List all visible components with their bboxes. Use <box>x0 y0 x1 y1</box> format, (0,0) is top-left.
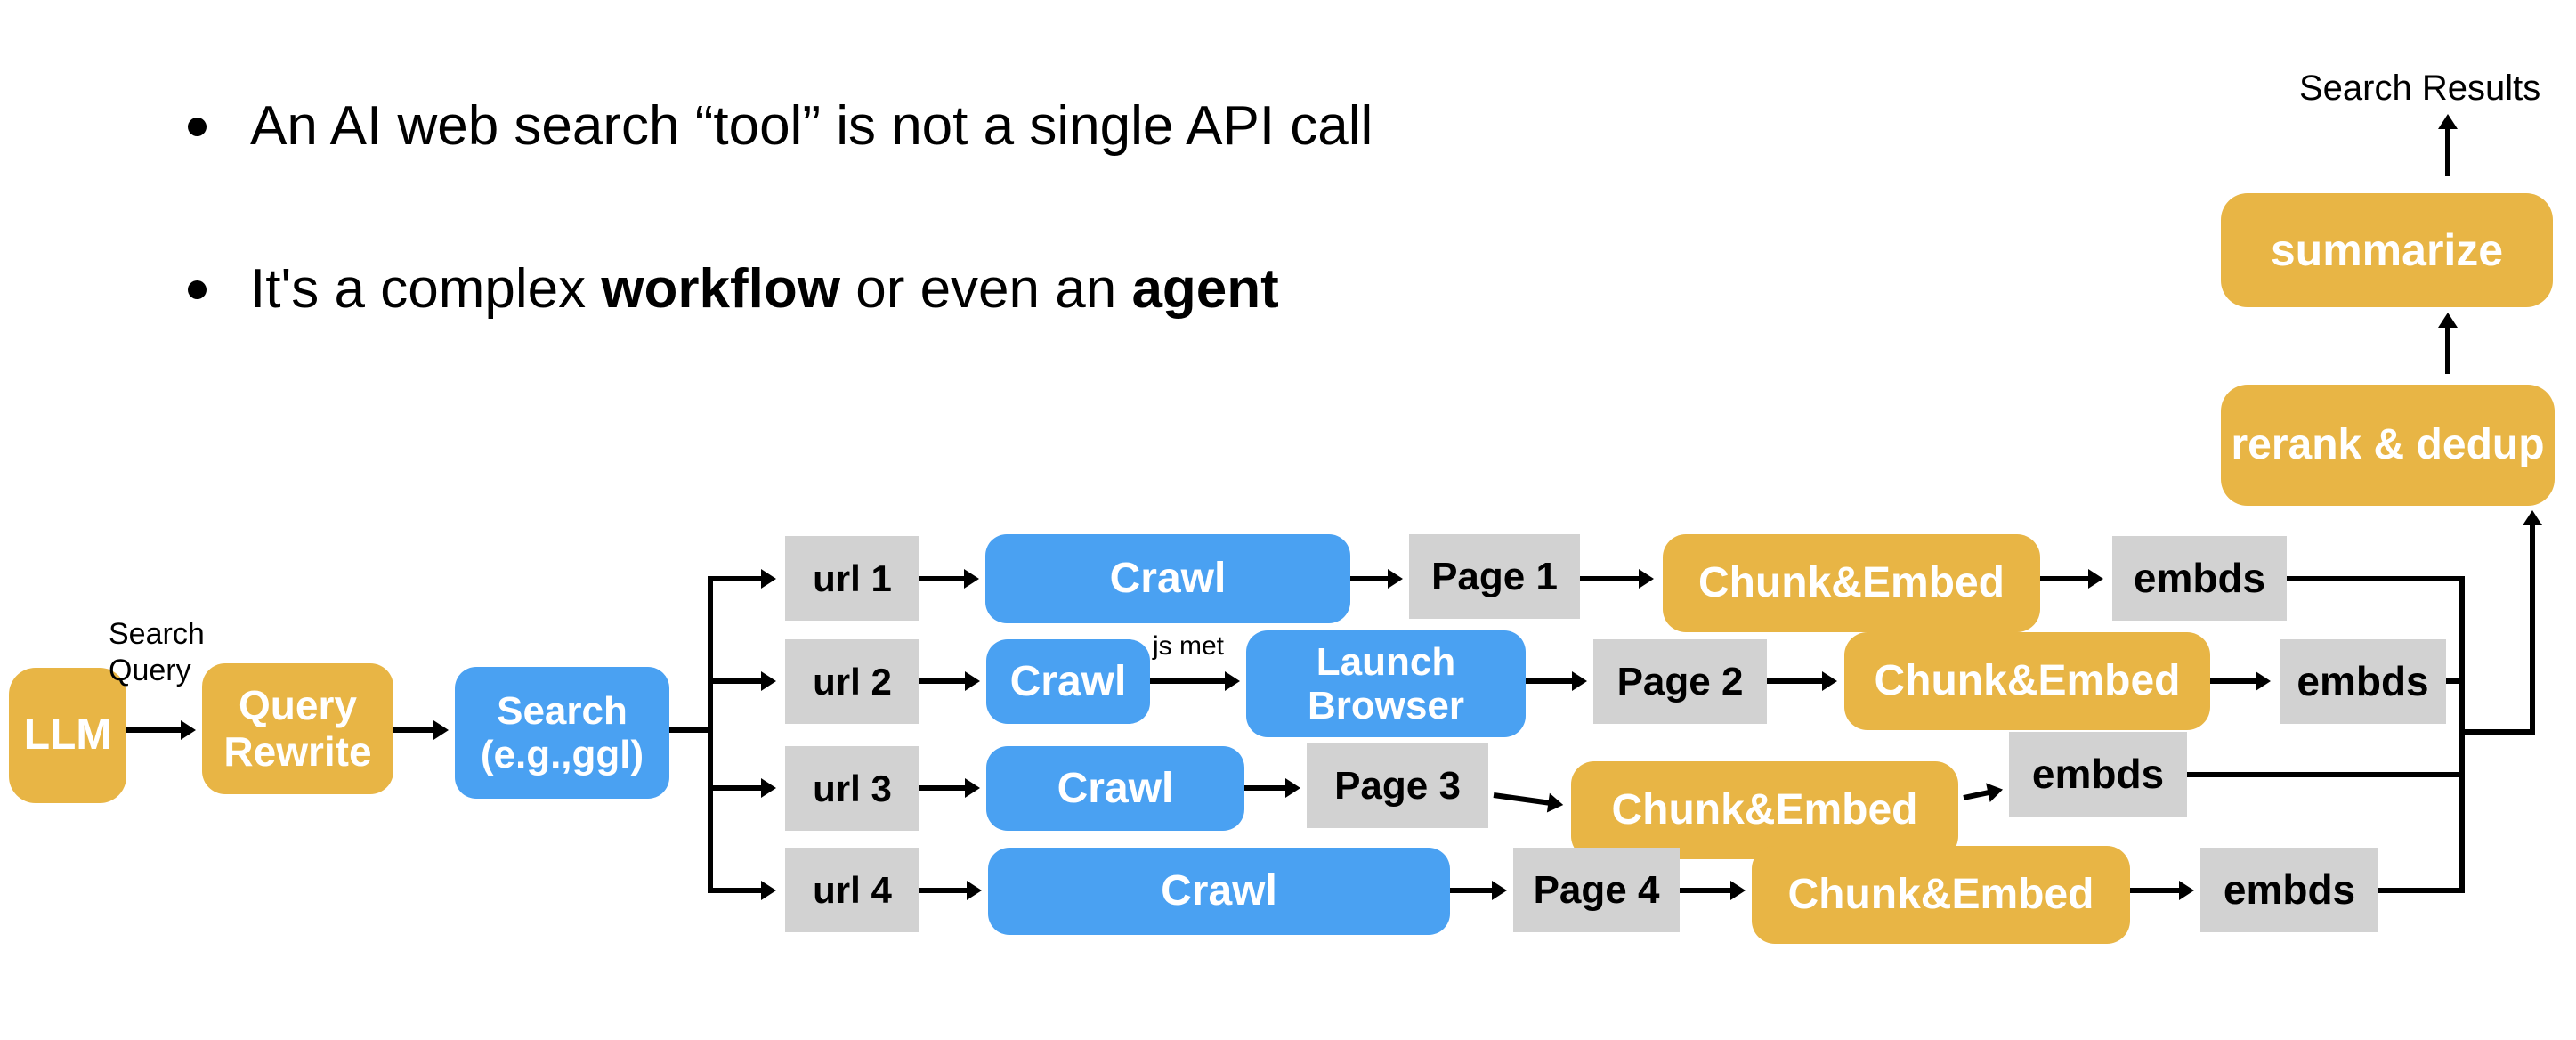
arrow-page1-to-chunk1 <box>1580 576 1640 581</box>
arrow-crawl1-to-page1 <box>1350 576 1389 581</box>
embds-node-4: embds <box>2200 848 2378 932</box>
arrow-crawl3-to-page3 <box>1244 785 1287 791</box>
embds-node-2: embds <box>2280 639 2446 724</box>
line-embds2-to-collector <box>2446 678 2465 684</box>
embds-node-3: embds <box>2009 732 2187 817</box>
query-rewrite-node: Query Rewrite <box>202 663 393 794</box>
crawl-node-4: Crawl <box>988 848 1450 935</box>
line-embds3-to-collector <box>2187 772 2465 777</box>
bullet-item-2: It's a complex workflow or even an agent <box>188 258 1279 320</box>
bullet-1-text: An AI web search “tool” is not a single … <box>250 95 1373 157</box>
crawl-node-1: Crawl <box>985 534 1350 623</box>
arrow-crawl4-to-page4 <box>1450 888 1494 893</box>
url-node-1: url 1 <box>785 536 919 621</box>
arrow-splitter-to-url1 <box>708 576 763 581</box>
page-node-1: Page 1 <box>1409 534 1580 619</box>
arrow-page2-to-chunk2 <box>1767 678 1824 684</box>
arrow-chunk1-to-embds1 <box>2040 576 2090 581</box>
arrow-url3-to-crawl3 <box>919 785 967 791</box>
line-collector-branch <box>2459 729 2535 735</box>
launch-browser-node: Launch Browser <box>1246 630 1526 737</box>
line-embds4-to-collector <box>2378 888 2465 893</box>
js-met-edge-label: js met <box>1153 631 1225 661</box>
arrow-rerank-to-summarize <box>2445 326 2450 374</box>
arrow-chunk2-to-embds2 <box>2210 678 2257 684</box>
bullet-2-text: It's a complex workflow or even an agent <box>250 258 1279 320</box>
arrow-summarize-to-results <box>2445 127 2450 176</box>
splitter-line <box>708 576 713 893</box>
crawl-node-3: Crawl <box>986 746 1244 831</box>
page-node-2: Page 2 <box>1593 639 1767 724</box>
arrow-splitter-to-url3 <box>708 785 763 791</box>
arrow-url2-to-crawl2 <box>919 678 967 684</box>
chunk-embed-node-3: Chunk&Embed <box>1571 761 1958 859</box>
bullet-dot-icon <box>188 280 207 299</box>
arrow-launch-to-page2 <box>1526 678 1574 684</box>
url-node-4: url 4 <box>785 848 919 932</box>
arrow-url4-to-crawl4 <box>919 888 968 893</box>
search-node: Search (e.g.,ggl) <box>455 667 669 799</box>
arrow-splitter-to-url2 <box>708 678 763 684</box>
arrow-crawl2-to-launch <box>1150 678 1227 684</box>
llm-node: LLM <box>9 668 126 803</box>
arrow-query-rewrite-to-search <box>393 727 435 733</box>
line-embds1-to-collector <box>2287 576 2465 581</box>
search-results-label: Search Results <box>2299 69 2541 108</box>
chunk-embed-node-4: Chunk&Embed <box>1752 846 2130 944</box>
arrow-url1-to-crawl1 <box>919 576 966 581</box>
crawl-node-2: Crawl <box>986 639 1150 724</box>
arrow-splitter-to-url4 <box>708 888 763 893</box>
arrow-page4-to-chunk4 <box>1680 888 1732 893</box>
line-search-to-splitter <box>669 727 710 733</box>
arrow-llm-to-query-rewrite <box>126 727 182 733</box>
chunk-embed-node-2: Chunk&Embed <box>1844 632 2210 730</box>
page-node-4: Page 4 <box>1513 848 1680 932</box>
embds-node-1: embds <box>2112 536 2287 621</box>
page-node-3: Page 3 <box>1307 743 1488 828</box>
chunk-embed-node-1: Chunk&Embed <box>1663 534 2040 632</box>
collector-line <box>2459 576 2465 893</box>
arrow-chunk4-to-embds4 <box>2130 888 2181 893</box>
bullet-dot-icon <box>188 118 207 136</box>
search-query-edge-label: Search Query <box>109 617 205 688</box>
arrow-page3-to-chunk3 <box>1493 792 1551 806</box>
arrow-chunk3-to-embds3 <box>1963 789 1990 800</box>
url-node-2: url 2 <box>785 639 919 724</box>
url-node-3: url 3 <box>785 746 919 831</box>
arrow-collector-to-rerank <box>2530 524 2535 735</box>
rerank-dedup-node: rerank & dedup <box>2221 385 2555 506</box>
summarize-node: summarize <box>2221 193 2553 307</box>
bullet-item-1: An AI web search “tool” is not a single … <box>188 95 1373 157</box>
